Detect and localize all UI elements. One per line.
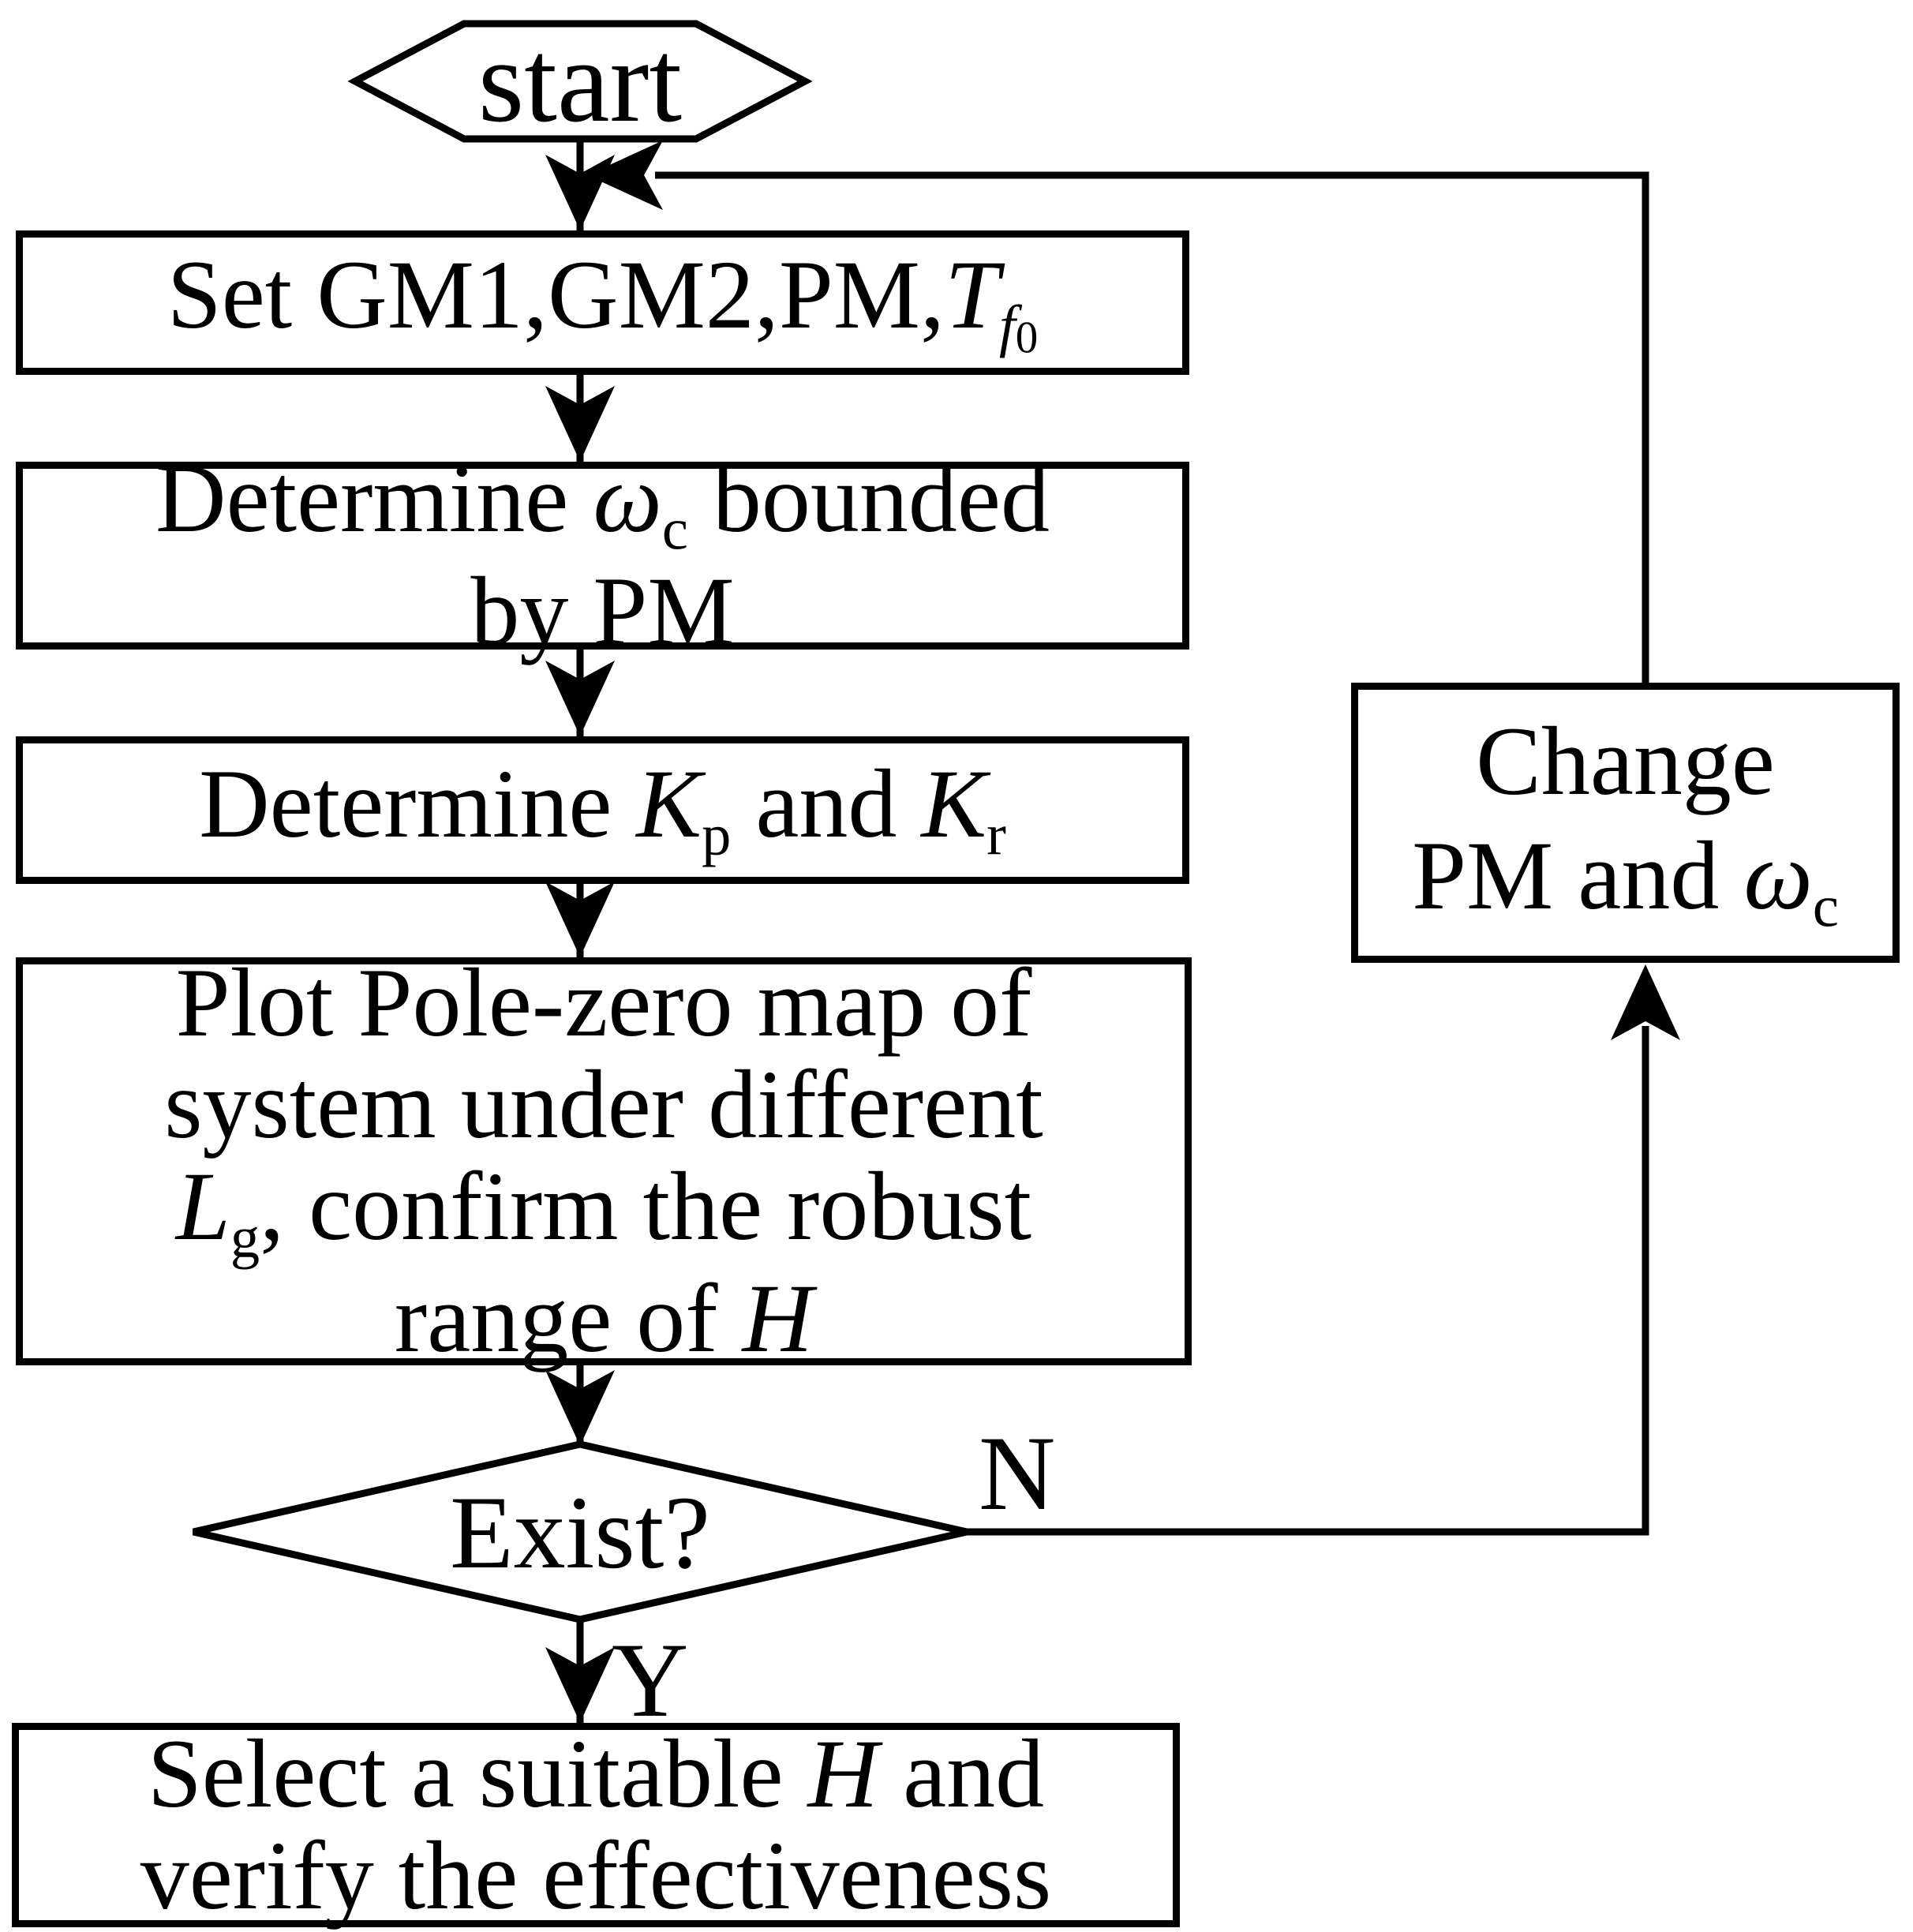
edge-change-to-top-junction <box>655 171 1649 683</box>
arrowhead-into-change <box>1611 964 1680 1040</box>
edge-exist-no-to-change <box>967 1026 1649 1536</box>
arrowhead-into-plot <box>545 882 615 957</box>
arrowhead-into-exist <box>545 1370 615 1446</box>
start-hexagon-shape <box>347 20 813 143</box>
process-determine-kp-kr: Determine Kp and Kr <box>16 736 1189 884</box>
exist-decision-label: Exist? <box>450 1473 710 1590</box>
branch-label-no: N <box>979 1415 1056 1533</box>
start-terminal-label: start <box>477 16 683 147</box>
process-set-parameters: Set GM1,GM2,PM,Tf0 <box>16 230 1189 375</box>
arrowhead-into-select <box>545 1647 615 1723</box>
arrowhead-into-top-junction <box>587 140 663 210</box>
arrowhead-into-wc <box>545 386 615 462</box>
arrowhead-into-k <box>545 661 615 736</box>
branch-label-yes: Y <box>612 1622 689 1739</box>
